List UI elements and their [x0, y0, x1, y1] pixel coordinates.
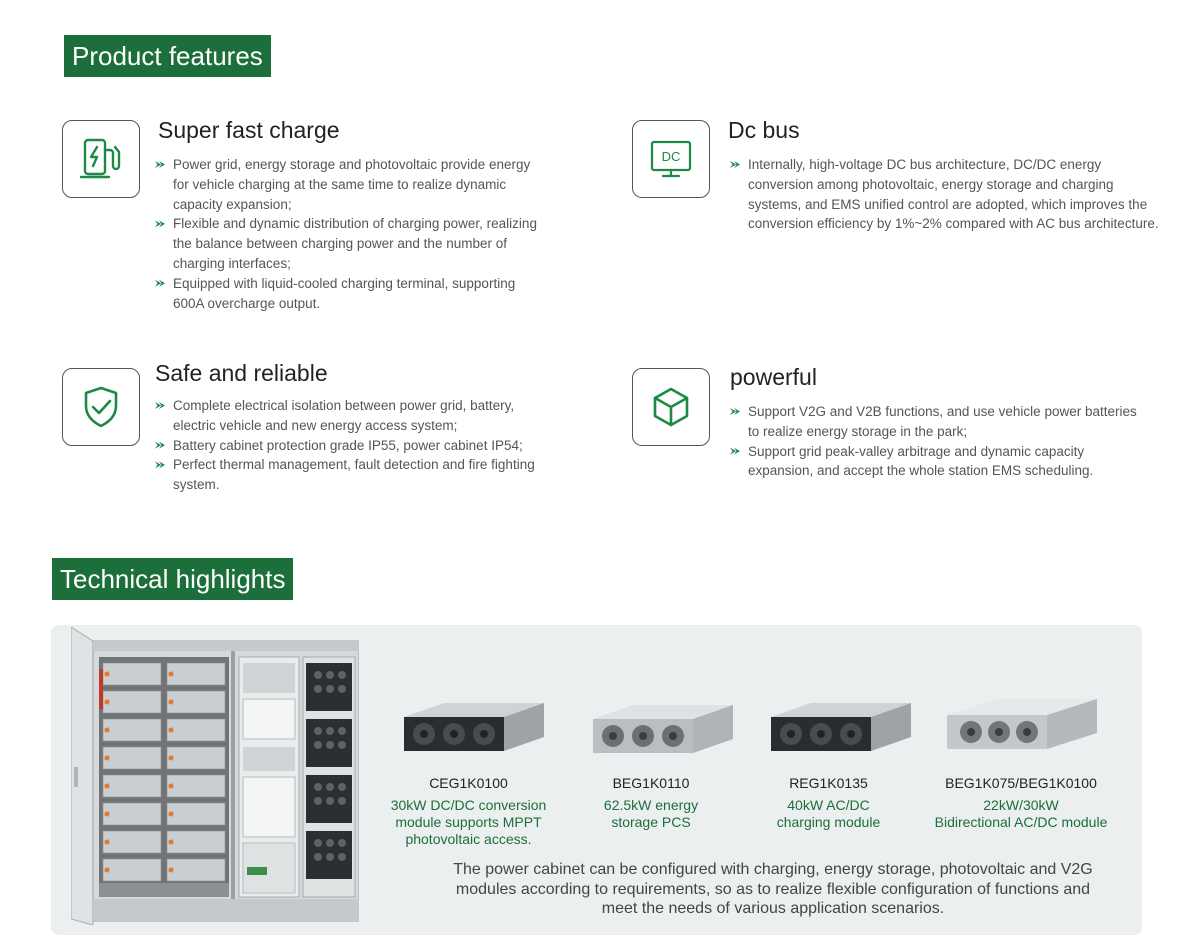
feature-bullets-dc-bus: Internally, high-voltage DC bus architec… [730, 155, 1160, 234]
bullet-item: Battery cabinet protection grade IP55, p… [155, 436, 535, 456]
product-features-heading: Product features [64, 35, 271, 77]
power-cabinet-image [71, 627, 359, 925]
module-image [947, 699, 1097, 749]
bullet-item: Complete electrical isolation between po… [155, 396, 535, 436]
bullet-item: Support grid peak-valley arbitrage and d… [730, 442, 1150, 482]
feature-bullets-powerful: Support V2G and V2B functions, and use v… [730, 402, 1150, 481]
module-code: BEG1K0110 [612, 775, 690, 791]
bullet-item: Perfect thermal management, fault detect… [155, 455, 535, 495]
module-code: CEG1K0100 [429, 775, 508, 791]
bullet-item: Internally, high-voltage DC bus architec… [730, 155, 1160, 234]
module-code: REG1K0135 [789, 775, 868, 791]
module-image [404, 703, 544, 751]
feature-title-dc-bus: Dc bus [728, 117, 800, 143]
bullet-item: Power grid, energy storage and photovolt… [155, 155, 540, 214]
technical-note: The power cabinet can be configured with… [453, 861, 1093, 917]
technical-highlights-heading: Technical highlights [52, 558, 294, 600]
feature-title-powerful: powerful [730, 364, 817, 390]
module-image [593, 705, 733, 753]
shield-check-icon [62, 368, 140, 446]
feature-bullets-safe-reliable: Complete electrical isolation between po… [155, 396, 535, 495]
bullet-item: Support V2G and V2B functions, and use v… [730, 402, 1150, 442]
dc-icon-text: DC [662, 149, 681, 164]
cube-icon [632, 368, 710, 446]
dc-monitor-icon: DC [632, 120, 710, 198]
bullet-item: Equipped with liquid-cooled charging ter… [155, 274, 540, 314]
feature-title-safe-reliable: Safe and reliable [155, 360, 328, 386]
feature-bullets-super-fast-charge: Power grid, energy storage and photovolt… [155, 155, 540, 313]
module-image [771, 703, 911, 751]
charging-station-icon [62, 120, 140, 198]
feature-title-super-fast-charge: Super fast charge [158, 117, 340, 143]
module-code: BEG1K075/BEG1K0100 [945, 775, 1097, 791]
bullet-item: Flexible and dynamic distribution of cha… [155, 214, 540, 273]
